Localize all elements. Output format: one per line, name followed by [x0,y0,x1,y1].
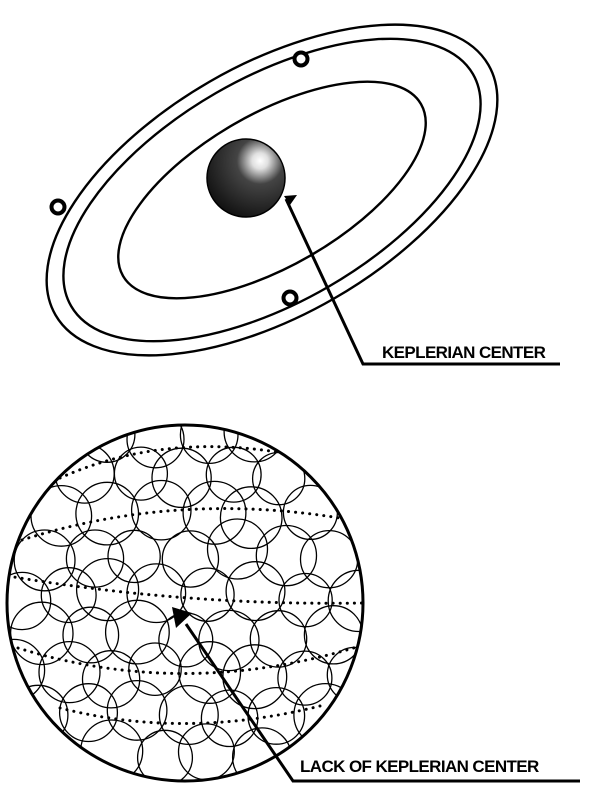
non-keplerian-system: LACK OF KEPLERIAN CENTER [0,401,580,786]
orbiting-body-left [52,201,65,214]
dotted-line [60,706,320,724]
cell-circle [9,685,68,744]
keplerian-center-label: KEPLERIAN CENTER [382,343,546,362]
cell-circle [328,570,389,631]
lack-of-keplerian-center-label: LACK OF KEPLERIAN CENTER [300,757,539,776]
cell-circle [127,411,184,468]
top-leader-line [286,199,560,364]
cell-circle [226,562,285,621]
orbiting-body-top [295,53,308,66]
cell-circle [179,724,235,780]
cell-circle [283,485,337,539]
cell-circle [162,531,218,587]
cell-circle [129,643,181,695]
orbiting-body-bottom [284,292,297,305]
cell-circle [279,574,332,627]
cell-circle [114,447,167,500]
cell-circle [0,639,45,701]
cell-circle [301,531,358,588]
cell-circle [152,448,211,507]
cell-circle [39,642,100,703]
cell-circle [256,526,316,586]
cell-circle [180,406,238,464]
center-arrow-marker [172,607,192,628]
cell-circle [248,688,305,745]
keplerian-system: KEPLERIAN CENTER [0,0,560,423]
central-planet [207,139,285,217]
